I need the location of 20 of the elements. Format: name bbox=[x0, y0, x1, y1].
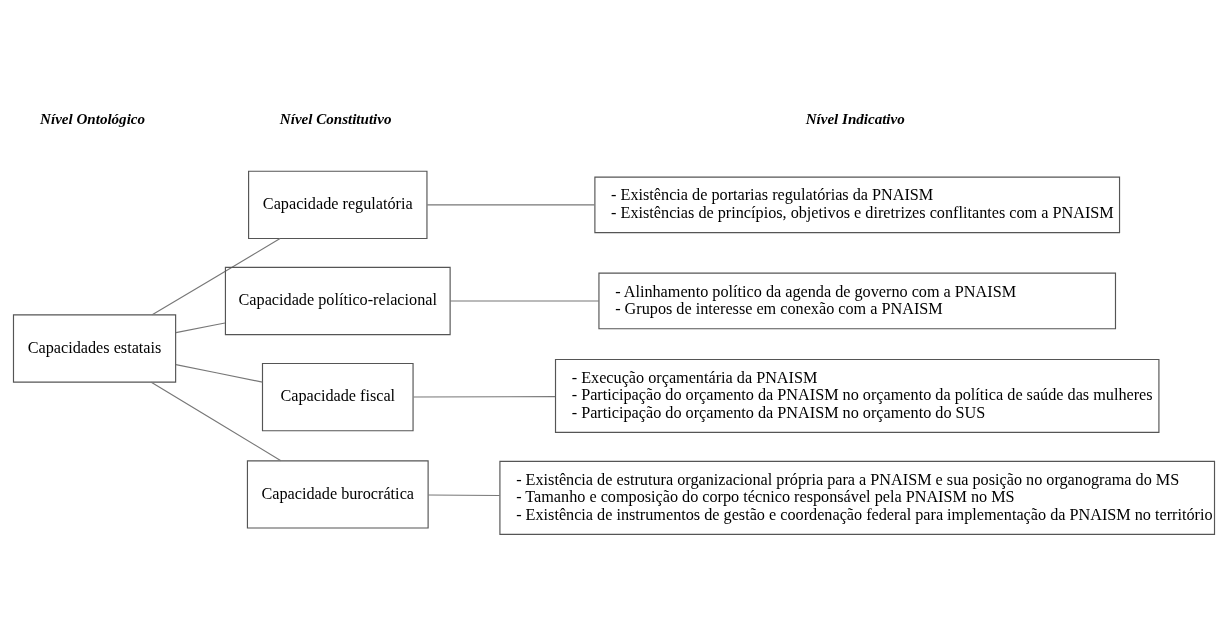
node-box: Capacidade fiscal bbox=[261, 362, 414, 431]
node-box: - Execução orçamentária da PNAISM - Participação do orçamento da PNAISM no orçamento da política de saúde das mulheres - Participação do orçamento da PNAISM no orçamento do SUS bbox=[554, 358, 1160, 433]
connector bbox=[426, 203, 595, 205]
connector bbox=[150, 381, 282, 461]
node-box: Capacidade regulatória bbox=[248, 170, 428, 239]
connector bbox=[427, 493, 501, 496]
node-box: - Alinhamento político da agenda de governo com a PNAISM - Grupos de interesse em conexão com a PNAISM bbox=[598, 272, 1117, 329]
node-box: - Existência de portarias regulatórias da PNAISM - Existências de princípios, objetivos e diretrizes conflitantes com a PNAISM bbox=[594, 176, 1121, 233]
label: Nível Constitutivo bbox=[279, 110, 392, 127]
node-box: - Existência de estrutura organizacional própria para a PNAISM e sua posição no organograma do MS - Tamanho e composição do corpo técnico responsável pela PNAISM no MS - Existência de instrumentos de gestão e coordenação federal para implementação da PNAISM no território bbox=[499, 460, 1216, 535]
node-box: Capacidade burocrática bbox=[246, 459, 429, 529]
label: Nível Indicativo bbox=[805, 110, 905, 127]
connector bbox=[175, 363, 264, 383]
connector bbox=[449, 299, 600, 302]
connector bbox=[413, 395, 556, 398]
connector bbox=[151, 237, 281, 315]
connector bbox=[175, 321, 226, 333]
label: Nível Ontológico bbox=[40, 110, 146, 127]
node-box: Capacidade político-relacional bbox=[224, 266, 451, 335]
node-box: Capacidades estatais bbox=[12, 313, 177, 383]
